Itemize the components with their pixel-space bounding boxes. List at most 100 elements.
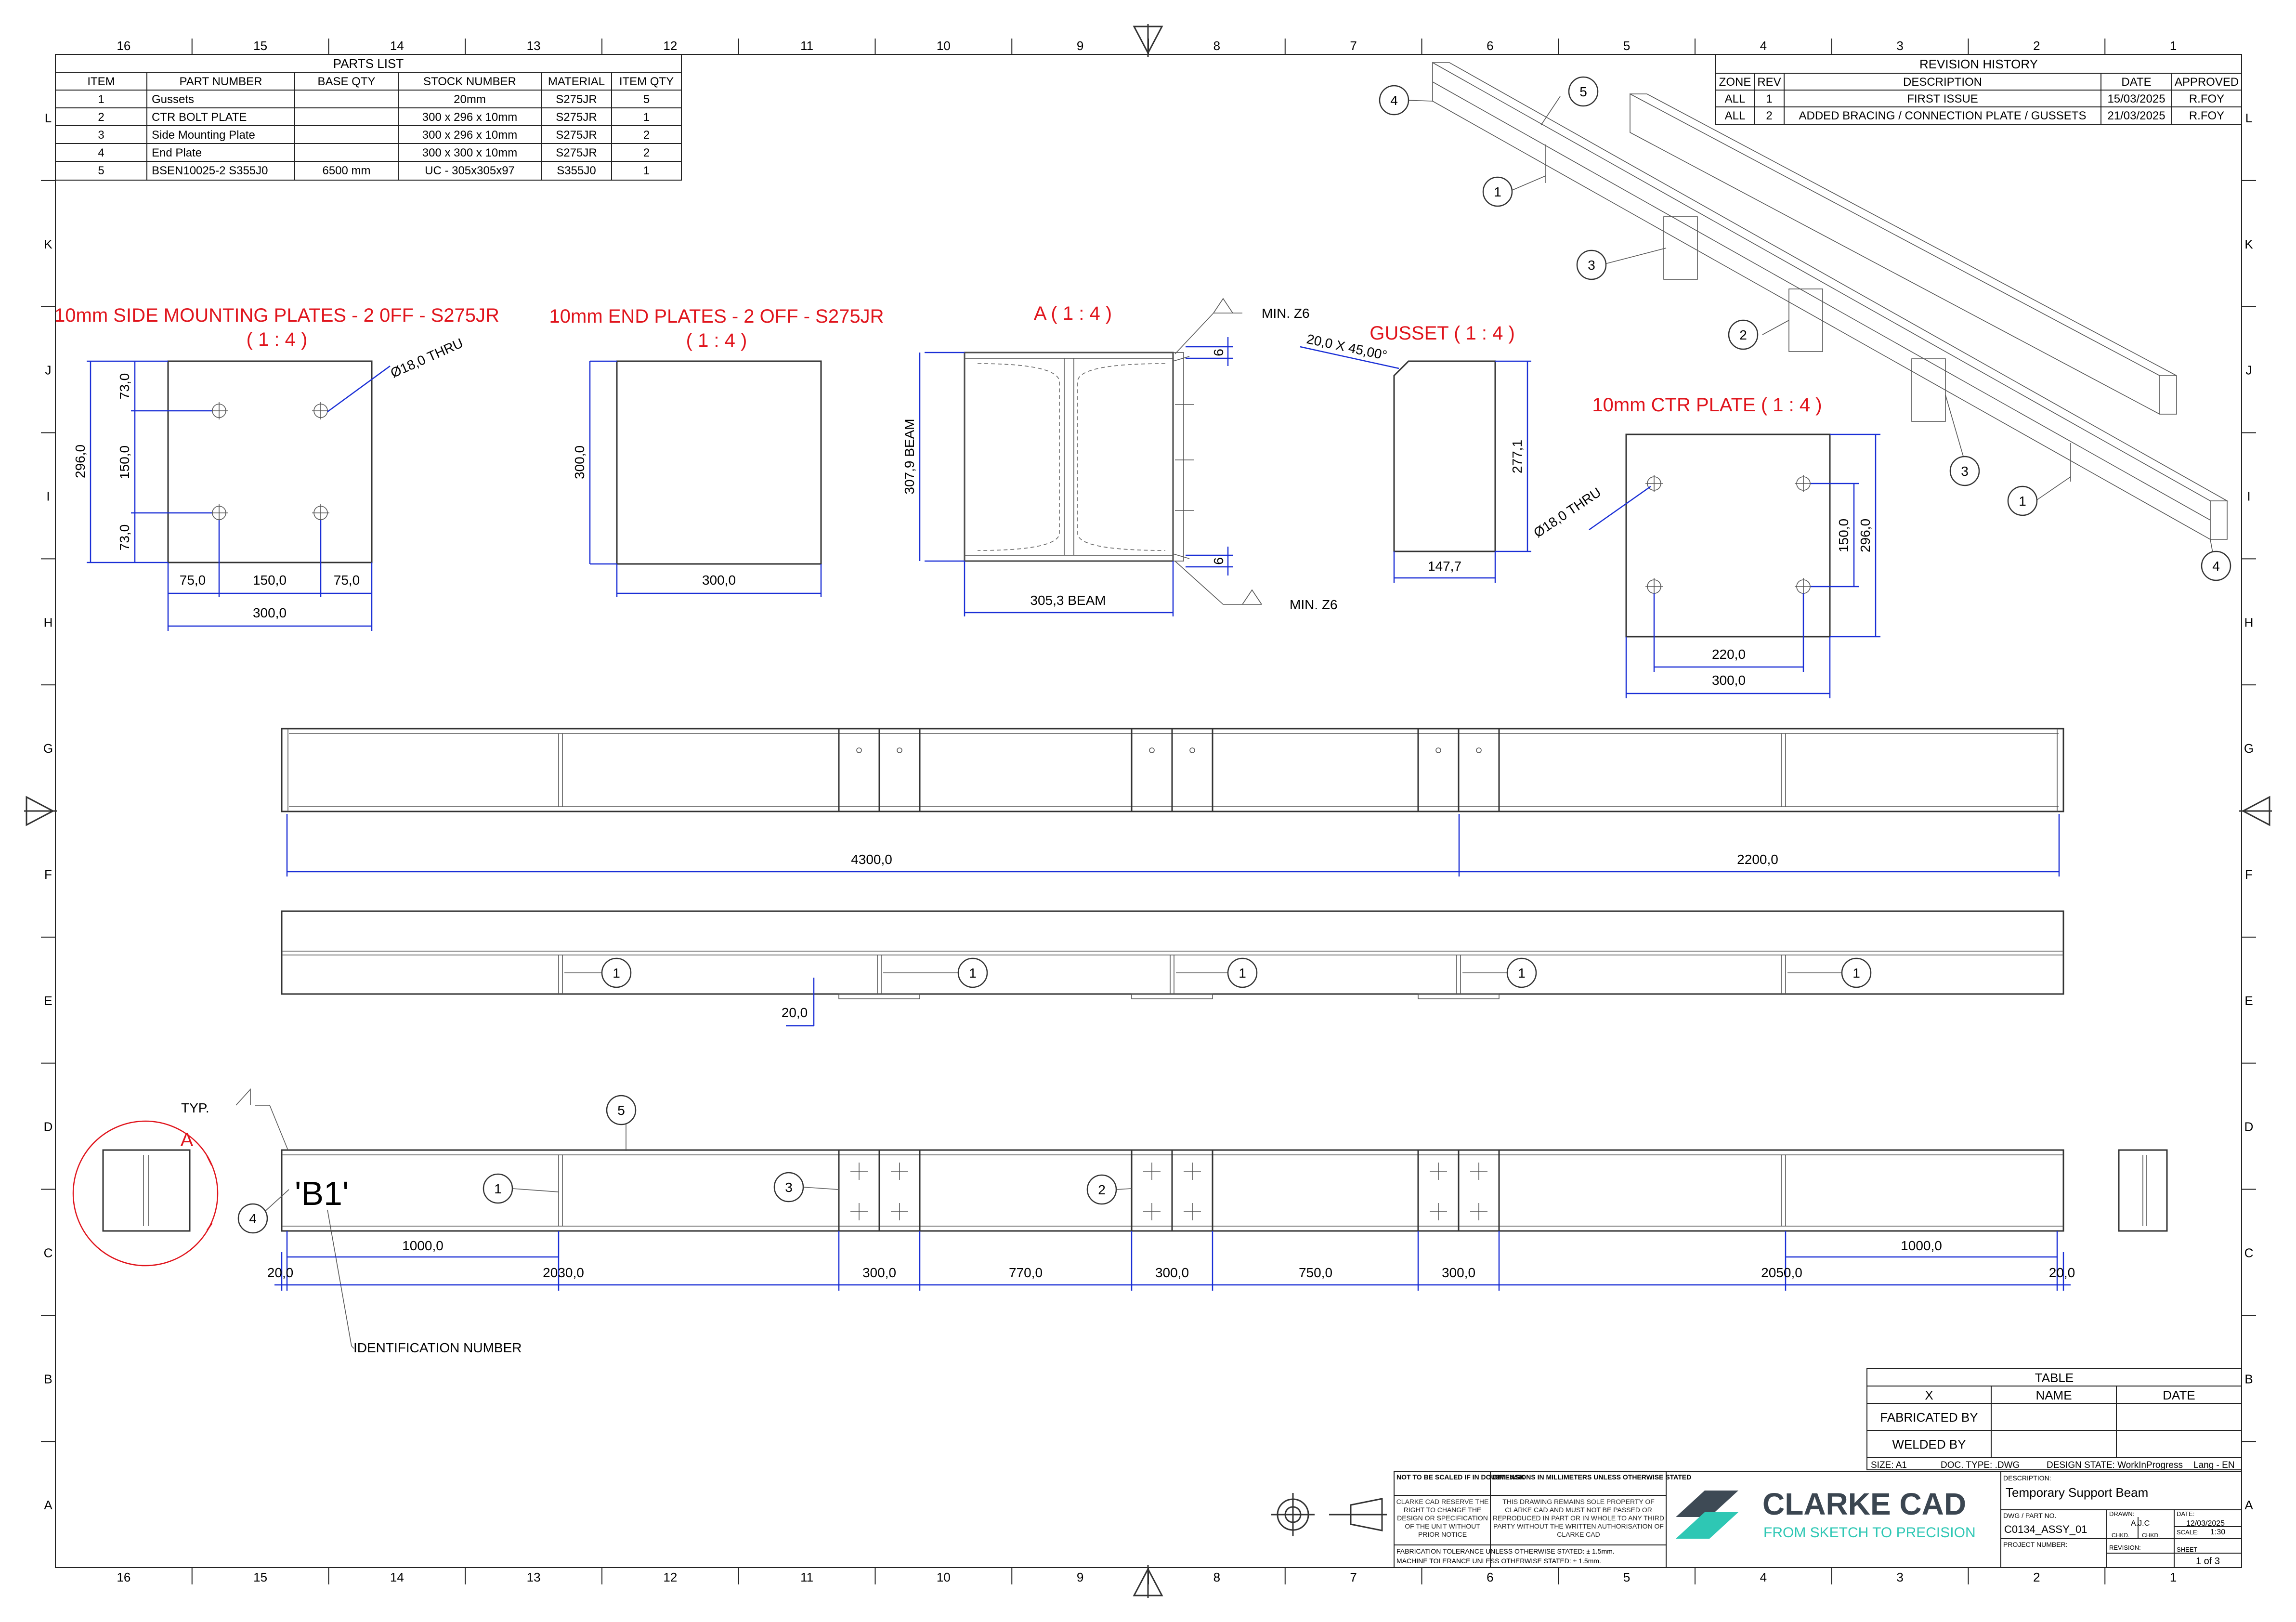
parts-cell: 2 bbox=[98, 111, 104, 124]
zone-row-label: L bbox=[45, 111, 52, 125]
zone-col-label: 2 bbox=[2033, 39, 2040, 53]
parts-cell: 6500 mm bbox=[322, 164, 370, 177]
balloon-number: 1 bbox=[969, 966, 977, 981]
gusset-dim-h: 277,1 bbox=[1510, 440, 1525, 473]
dim-300: 300,0 bbox=[253, 605, 287, 620]
zone-col-label: 8 bbox=[1213, 39, 1220, 53]
zone-col-label: 10 bbox=[937, 39, 951, 53]
zone-col-label: 12 bbox=[663, 39, 677, 53]
zone-row-label: H bbox=[2244, 615, 2254, 629]
sign-col-date: DATE bbox=[2163, 1388, 2195, 1402]
dim-lower: 20,0 bbox=[2049, 1265, 2075, 1280]
dim-lower: 750,0 bbox=[1299, 1265, 1332, 1280]
revision-history-title: REVISION HISTORY bbox=[1919, 57, 2038, 71]
zone-col-label: 10 bbox=[937, 1570, 951, 1584]
dim-75b: 75,0 bbox=[334, 573, 360, 588]
parts-header-cell: ITEM QTY bbox=[619, 75, 674, 88]
date-value: 12/03/2025 bbox=[2186, 1519, 2225, 1528]
zone-row-label: C bbox=[44, 1245, 53, 1260]
sign-col-name: NAME bbox=[2035, 1388, 2072, 1402]
revision-header-cell: DATE bbox=[2121, 76, 2151, 89]
revision-cell: R.FOY bbox=[2189, 109, 2224, 122]
parts-cell: 3 bbox=[98, 129, 104, 142]
zone-col-label: 1 bbox=[2170, 1570, 2177, 1584]
weld-note-bottom: MIN. Z6 bbox=[1290, 597, 1338, 612]
item-balloon: 1 bbox=[2007, 485, 2038, 516]
parts-header-cell: PART NUMBER bbox=[179, 75, 262, 88]
zone-row-label: E bbox=[2244, 994, 2253, 1008]
zone-row-label: C bbox=[2244, 1245, 2254, 1260]
dim-150v: 150,0 bbox=[117, 445, 132, 479]
sheet-label: SHEET bbox=[2177, 1546, 2197, 1553]
gusset-view: GUSSET ( 1 : 4 ) 20,0 X 45,00° 277,1 147… bbox=[1300, 323, 1531, 583]
item-balloon: 1 bbox=[601, 957, 632, 988]
doc-type: DOC. TYPE: .DWG bbox=[1941, 1460, 2020, 1470]
project-label: PROJECT NUMBER: bbox=[2003, 1541, 2068, 1548]
weld-note-top: MIN. Z6 bbox=[1262, 306, 1310, 321]
balloon-number: 3 bbox=[1961, 464, 1969, 479]
item-balloon: 1 bbox=[957, 957, 988, 988]
revision-cell: 21/03/2025 bbox=[2107, 109, 2165, 122]
brand-tagline: FROM SKETCH TO PRECISION bbox=[1763, 1525, 1976, 1541]
dim-upper: 1000,0 bbox=[402, 1238, 444, 1253]
balloon-number: 1 bbox=[1518, 966, 1526, 981]
revision-cell: FIRST ISSUE bbox=[1907, 92, 1978, 105]
balloon-number: 1 bbox=[1494, 184, 1501, 199]
zone-row-label: E bbox=[44, 994, 52, 1008]
parts-cell: CTR BOLT PLATE bbox=[152, 111, 247, 124]
ctr-plate-title: 10mm CTR PLATE ( 1 : 4 ) bbox=[1592, 394, 1822, 416]
dim-lower: 2050,0 bbox=[1761, 1265, 1802, 1280]
balloon-number: 1 bbox=[2019, 494, 2026, 509]
zone-row-label: L bbox=[2245, 111, 2252, 125]
item-balloon: 1 bbox=[483, 1173, 513, 1204]
parts-cell: S355J0 bbox=[557, 164, 596, 177]
section-a-title: A ( 1 : 4 ) bbox=[1034, 303, 1112, 324]
balloon-number: 1 bbox=[1239, 966, 1246, 981]
zone-col-label: 11 bbox=[800, 39, 813, 53]
dim-20-mid: 20,0 bbox=[782, 1005, 808, 1020]
dim-lower: 2030,0 bbox=[543, 1265, 584, 1280]
zone-col-label: 3 bbox=[1896, 39, 1903, 53]
revision-header-cell: ZONE bbox=[1719, 76, 1751, 89]
date-label: DATE: bbox=[2177, 1510, 2194, 1517]
ctr-dim-220: 220,0 bbox=[1712, 647, 1746, 662]
detail-circle-a bbox=[72, 1120, 219, 1267]
zone-col-label: 6 bbox=[1487, 1570, 1493, 1584]
gusset-dim-w: 147,7 bbox=[1428, 559, 1461, 574]
chkd-a: CHKD. bbox=[2112, 1532, 2129, 1539]
zone-row-label: G bbox=[2244, 741, 2254, 756]
zone-col-label: 11 bbox=[800, 1570, 813, 1584]
welded-by-label: WELDED BY bbox=[1892, 1437, 1966, 1452]
revision-cell: ALL bbox=[1725, 92, 1746, 105]
zone-col-label: 3 bbox=[1896, 1570, 1903, 1584]
balloon-number: 2 bbox=[1739, 327, 1747, 342]
parts-cell: 300 x 296 x 10mm bbox=[422, 129, 517, 142]
item-balloon: 1 bbox=[1482, 176, 1513, 207]
balloon-number: 4 bbox=[249, 1211, 257, 1226]
revision-header-cell: REV bbox=[1757, 76, 1781, 89]
sign-off-table: TABLE X NAME DATE FABRICATED BY WELDED B… bbox=[1866, 1368, 2242, 1470]
balloon-number: 1 bbox=[494, 1181, 502, 1196]
zone-col-label: 14 bbox=[390, 39, 404, 53]
balloon-number: 5 bbox=[1579, 84, 1587, 99]
zone-row-label: D bbox=[44, 1120, 53, 1134]
reserve-note: CLARKE CAD RESERVE THE RIGHT TO CHANGE T… bbox=[1396, 1498, 1489, 1538]
dim-75a: 75,0 bbox=[180, 573, 206, 588]
zone-col-label: 16 bbox=[117, 1570, 130, 1584]
zone-row-label: K bbox=[44, 237, 52, 251]
dwg-label: DWG / PART NO. bbox=[2003, 1512, 2056, 1519]
dim-lower: 300,0 bbox=[1155, 1265, 1189, 1280]
zone-col-label: 6 bbox=[1487, 39, 1493, 53]
parts-cell: 300 x 296 x 10mm bbox=[422, 111, 517, 124]
dim-4300: 4300,0 bbox=[851, 852, 892, 867]
item-balloon: 4 bbox=[237, 1203, 268, 1234]
projection-symbol bbox=[1271, 1493, 1387, 1536]
drawn-value: A.J.C bbox=[2131, 1519, 2150, 1528]
balloon-number: 4 bbox=[1390, 93, 1398, 108]
item-balloon: 3 bbox=[1949, 456, 1980, 486]
scale-label: SCALE: bbox=[2177, 1529, 2199, 1536]
